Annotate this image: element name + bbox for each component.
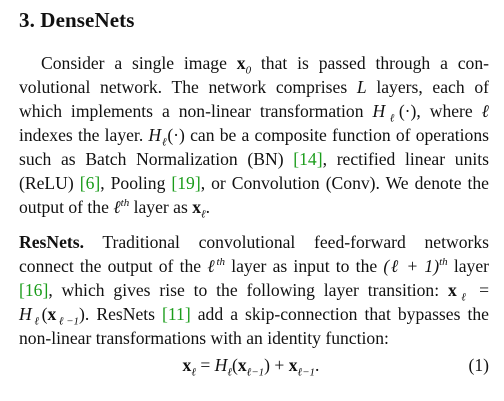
math-ell-th: ℓth — [207, 256, 226, 276]
paragraph-runin-heading: ResNets. — [19, 232, 84, 252]
math-args: (·) — [398, 101, 417, 121]
equation-body: xℓ = Hℓ(xℓ−1) + xℓ−1. — [182, 355, 320, 379]
paragraph-resnets: ResNets. Traditional convolutional feed-… — [19, 232, 490, 348]
math-args-2: (·) — [167, 125, 185, 145]
math-H-ell: Hℓ — [372, 101, 399, 125]
math-x-ell: xℓ — [192, 197, 206, 221]
paragraph-densenets-intro: Consider a single image x0 that is passe… — [19, 53, 489, 221]
paper-page: 3. DenseNets Consider a single image x0 … — [19, 6, 489, 378]
math-layer-transition: xℓ = Hℓ(xℓ−1) — [19, 280, 490, 328]
section-heading: 3. DenseNets — [19, 8, 135, 32]
math-H-ell-2: Hℓ — [148, 125, 168, 149]
citation-link[interactable]: [16] — [19, 280, 49, 300]
math-x0: x0 — [236, 53, 252, 77]
equation-1: xℓ = Hℓ(xℓ−1) + xℓ−1. (1) — [19, 352, 489, 378]
citation-link[interactable]: [11] — [162, 304, 191, 324]
math-ell: ℓ — [481, 101, 489, 121]
citation-link[interactable]: [14] — [293, 149, 323, 169]
math-ell-th: ℓth — [113, 197, 130, 217]
citation-link[interactable]: [19] — [171, 173, 201, 193]
math-L: L — [356, 77, 367, 97]
citation-link[interactable]: [6] — [79, 173, 101, 193]
equation-number: (1) — [468, 355, 489, 375]
math-ell-plus-one-th: (ℓ + 1)th — [383, 256, 448, 276]
